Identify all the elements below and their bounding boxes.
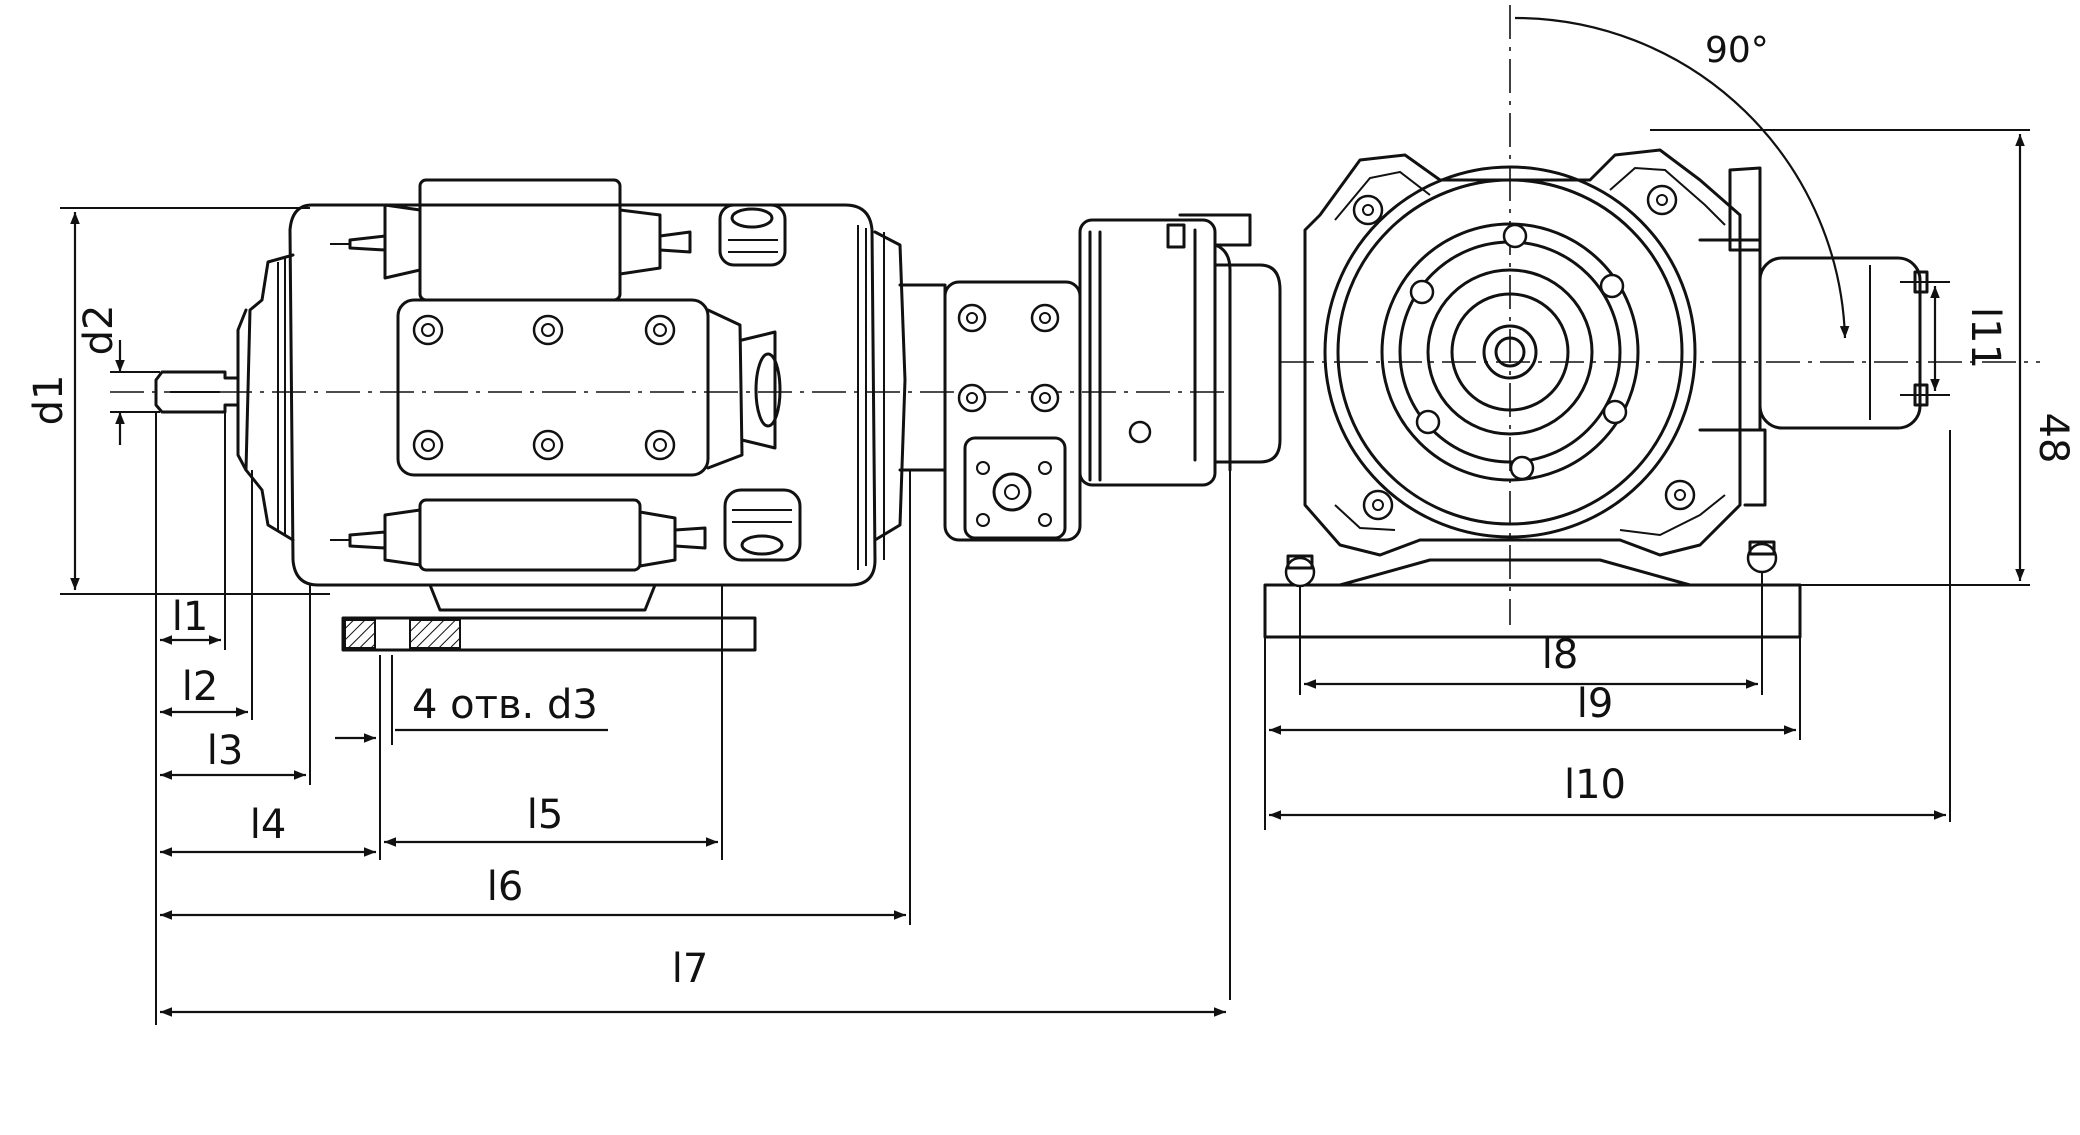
- dimension-l1: l1: [155, 412, 226, 1025]
- dimension-l9: l9: [1264, 637, 1801, 830]
- top-capacitor: [330, 178, 787, 302]
- label-angle: 90°: [1705, 30, 1769, 71]
- label-l8: l8: [1542, 632, 1579, 678]
- label-l5: l5: [527, 792, 564, 838]
- dimension-l8: l8: [1299, 572, 1763, 695]
- label-d1: d1: [26, 375, 72, 426]
- front-view: 90° l8 l9 l10 l11 48: [1263, 5, 2076, 830]
- dimension-l2: l2: [160, 470, 253, 720]
- label-l4: l4: [250, 802, 287, 848]
- label-l11: l11: [1962, 307, 2008, 369]
- label-l2: l2: [182, 664, 219, 710]
- dimension-l5: l5: [384, 585, 723, 860]
- side-view: d1 d2 l1 l2 l3 4 отв. d3 l4 l5: [26, 178, 1282, 1025]
- label-l7: l7: [672, 946, 709, 992]
- label-l6: l6: [487, 864, 524, 910]
- label-l12: 48: [2030, 413, 2076, 464]
- front-base: [1263, 540, 1802, 639]
- dimension-d1: d1: [26, 207, 330, 595]
- pump-unit: [898, 213, 1282, 542]
- dimension-l11: l11: [1900, 281, 2008, 396]
- angle-90: 90°: [1514, 16, 1850, 339]
- front-end-shield: [1323, 165, 1697, 539]
- label-l1: l1: [172, 594, 209, 640]
- dimension-l4: l4: [160, 802, 376, 857]
- label-d2: d2: [76, 305, 122, 356]
- label-l9: l9: [1577, 681, 1614, 727]
- motor-body: [236, 203, 907, 587]
- label-holes: 4 отв. d3: [412, 682, 598, 728]
- dimension-l6: l6: [160, 470, 911, 925]
- motor-foot: [341, 583, 757, 652]
- dimension-l7: l7: [160, 470, 1231, 1017]
- dimension-l3: l3: [160, 585, 311, 785]
- label-l10: l10: [1564, 762, 1626, 808]
- front-side-box: [1698, 166, 1929, 507]
- holes-callout: 4 отв. d3: [335, 655, 608, 860]
- dimension-d2: d2: [76, 305, 160, 445]
- label-l3: l3: [207, 728, 244, 774]
- bottom-capacitor: [330, 488, 802, 572]
- shaft: [154, 370, 240, 414]
- dimension-l12: 48: [1650, 129, 2076, 586]
- terminal-box: [396, 298, 782, 477]
- dimension-l10: l10: [1269, 430, 1951, 822]
